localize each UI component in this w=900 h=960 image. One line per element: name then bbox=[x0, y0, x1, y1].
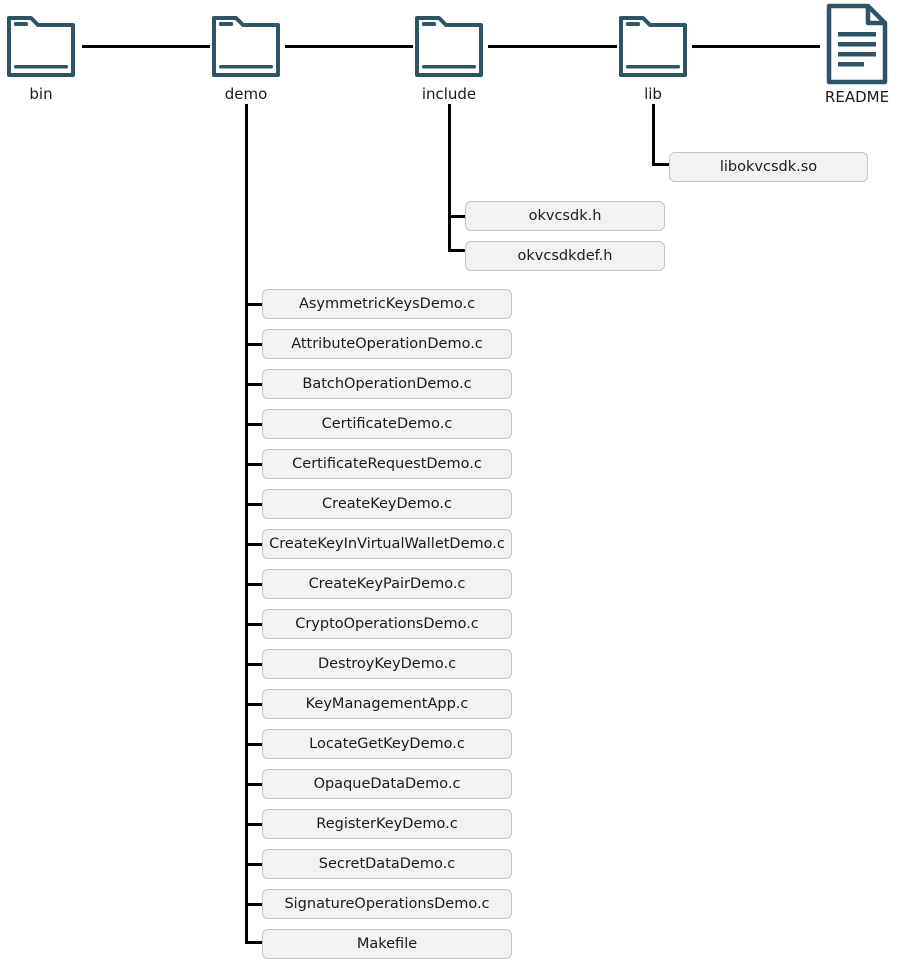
trunk-include bbox=[448, 104, 451, 252]
file-label: OpaqueDataDemo.c bbox=[313, 776, 461, 792]
elbow-demo-child-7 bbox=[245, 583, 264, 586]
file-box-attributeoperationdemo-c[interactable]: AttributeOperationDemo.c bbox=[262, 329, 512, 359]
file-box-asymmetrickeysdemo-c[interactable]: AsymmetricKeysDemo.c bbox=[262, 289, 512, 319]
file-label: BatchOperationDemo.c bbox=[302, 376, 472, 392]
connector-bin-to-demo bbox=[82, 45, 210, 48]
folder-icon-wrap-bin bbox=[0, 5, 96, 85]
file-label: AsymmetricKeysDemo.c bbox=[298, 296, 476, 312]
elbow-demo-child-6 bbox=[245, 543, 264, 546]
elbow-demo-child-0 bbox=[245, 303, 264, 306]
file-label: DestroyKeyDemo.c bbox=[317, 656, 457, 672]
file-box-keymanagementapp-c[interactable]: KeyManagementApp.c bbox=[262, 689, 512, 719]
file-box-makefile[interactable]: Makefile bbox=[262, 929, 512, 959]
file-box-signatureoperationsdemo-c[interactable]: SignatureOperationsDemo.c bbox=[262, 889, 512, 919]
folder-icon bbox=[212, 16, 280, 77]
elbow-demo-child-1 bbox=[245, 343, 264, 346]
file-box-registerkeydemo-c[interactable]: RegisterKeyDemo.c bbox=[262, 809, 512, 839]
file-label: CertificateDemo.c bbox=[321, 416, 453, 432]
folder-icon bbox=[619, 16, 687, 77]
file-label: libokvcsdk.so bbox=[719, 159, 818, 175]
elbow-demo-child-3 bbox=[245, 423, 264, 426]
file-label: CreateKeyInVirtualWalletDemo.c bbox=[269, 536, 505, 552]
elbow-lib-child-0 bbox=[652, 163, 671, 166]
trunk-lib bbox=[652, 104, 655, 166]
file-label: CreateKeyDemo.c bbox=[322, 496, 452, 512]
node-demo[interactable]: demo bbox=[191, 5, 301, 103]
folder-icon-wrap-include bbox=[394, 5, 504, 85]
file-label: CryptoOperationsDemo.c bbox=[295, 616, 479, 632]
file-label: RegisterKeyDemo.c bbox=[316, 816, 458, 832]
node-label-demo: demo bbox=[224, 85, 268, 103]
folder-icon bbox=[415, 16, 483, 77]
elbow-demo-child-10 bbox=[245, 703, 264, 706]
node-include[interactable]: include bbox=[394, 5, 504, 103]
elbow-include-child-0 bbox=[448, 215, 467, 218]
node-lib[interactable]: lib bbox=[598, 5, 708, 103]
file-label: Makefile bbox=[356, 936, 418, 952]
file-box-locategetkeydemo-c[interactable]: LocateGetKeyDemo.c bbox=[262, 729, 512, 759]
elbow-demo-child-2 bbox=[245, 383, 264, 386]
file-box-certificaterequestdemo-c[interactable]: CertificateRequestDemo.c bbox=[262, 449, 512, 479]
file-box-opaquedatademo-c[interactable]: OpaqueDataDemo.c bbox=[262, 769, 512, 799]
connector-lib-to-readme bbox=[692, 45, 820, 48]
elbow-demo-child-4 bbox=[245, 463, 264, 466]
file-box-batchoperationdemo-c[interactable]: BatchOperationDemo.c bbox=[262, 369, 512, 399]
file-label: okvcsdk.h bbox=[528, 208, 602, 224]
file-label: okvcsdkdef.h bbox=[517, 248, 613, 264]
file-box-createkeydemo-c[interactable]: CreateKeyDemo.c bbox=[262, 489, 512, 519]
node-label-readme: README bbox=[824, 88, 890, 106]
file-box-certificatedemo-c[interactable]: CertificateDemo.c bbox=[262, 409, 512, 439]
file-label: LocateGetKeyDemo.c bbox=[309, 736, 465, 752]
file-box-destroykeydemo-c[interactable]: DestroyKeyDemo.c bbox=[262, 649, 512, 679]
connector-demo-to-include bbox=[285, 45, 413, 48]
elbow-demo-child-5 bbox=[245, 503, 264, 506]
file-label: AttributeOperationDemo.c bbox=[291, 336, 483, 352]
file-box-createkeyinvirtualwalletdemo-c[interactable]: CreateKeyInVirtualWalletDemo.c bbox=[262, 529, 512, 559]
file-label: SecretDataDemo.c bbox=[318, 856, 456, 872]
file-box-createkeypairdemo-c[interactable]: CreateKeyPairDemo.c bbox=[262, 569, 512, 599]
connector-include-to-lib bbox=[488, 45, 617, 48]
elbow-include-child-1 bbox=[448, 249, 467, 252]
node-label-include: include bbox=[421, 85, 477, 103]
elbow-demo-child-12 bbox=[245, 783, 264, 786]
elbow-demo-child-11 bbox=[245, 743, 264, 746]
elbow-demo-child-8 bbox=[245, 623, 264, 626]
folder-icon bbox=[7, 16, 75, 77]
file-box-secretdatademo-c[interactable]: SecretDataDemo.c bbox=[262, 849, 512, 879]
folder-icon-wrap-lib bbox=[598, 5, 708, 85]
node-bin[interactable]: bin bbox=[0, 5, 96, 103]
node-readme[interactable]: README bbox=[802, 0, 900, 106]
document-icon-wrap-readme bbox=[802, 0, 900, 88]
folder-icon-wrap-demo bbox=[191, 5, 301, 85]
trunk-demo bbox=[245, 104, 248, 941]
elbow-demo-child-15 bbox=[245, 903, 264, 906]
file-box-okvcsdkdef-h[interactable]: okvcsdkdef.h bbox=[465, 241, 665, 271]
node-label-bin: bin bbox=[29, 85, 53, 103]
elbow-demo-child-13 bbox=[245, 823, 264, 826]
file-label: SignatureOperationsDemo.c bbox=[284, 896, 490, 912]
file-box-libokvcsdk-so[interactable]: libokvcsdk.so bbox=[669, 152, 868, 182]
file-label: CertificateRequestDemo.c bbox=[292, 456, 482, 472]
document-icon bbox=[826, 3, 888, 85]
file-box-cryptooperationsdemo-c[interactable]: CryptoOperationsDemo.c bbox=[262, 609, 512, 639]
elbow-demo-child-9 bbox=[245, 663, 264, 666]
file-label: CreateKeyPairDemo.c bbox=[308, 576, 466, 592]
file-label: KeyManagementApp.c bbox=[305, 696, 469, 712]
file-box-okvcsdk-h[interactable]: okvcsdk.h bbox=[465, 201, 665, 231]
elbow-demo-child-16 bbox=[245, 941, 264, 944]
elbow-demo-child-14 bbox=[245, 863, 264, 866]
node-label-lib: lib bbox=[644, 85, 662, 103]
